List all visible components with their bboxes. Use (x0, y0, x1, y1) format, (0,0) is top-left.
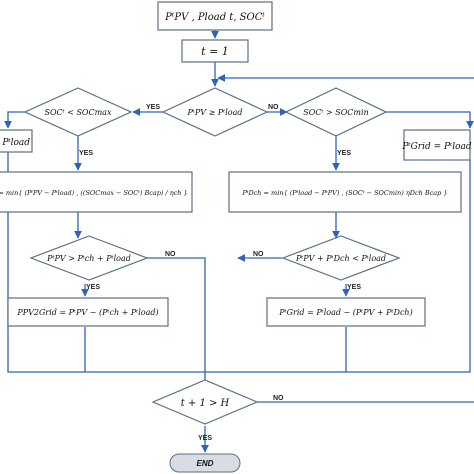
arrow-soc-min-no (384, 111, 474, 129)
node-pv2grid: PPV2Grid = PᵗPV − (Pᵗch + Pᵗload) (7, 297, 169, 327)
label-no-horizon: NO (273, 395, 284, 402)
node-left-cut-box: − Pᵗload (0, 129, 33, 153)
connectors (4, 30, 474, 453)
grid-box-text: PᵗGrid = Pᵗload (401, 142, 472, 152)
check-surplus-text: PᵗPV > Pᵗch + Pᵗload (46, 254, 131, 263)
node-discharge: PᵗDch = min{ (Pᵗload − PᵗPV) , (SOCᵗ − S… (228, 171, 462, 213)
label-no-surplus: NO (165, 251, 176, 258)
check-soc-min-text: SOCᵗ > SOCmin (303, 108, 368, 117)
node-check-soc-max: SOCᵗ < SOCmax (23, 87, 133, 137)
label-no-deficit: NO (253, 251, 264, 258)
node-check-surplus: PᵗPV > Pᵗch + Pᵗload (29, 235, 149, 281)
arrow-soc-max-no (4, 111, 27, 129)
pv2grid-text: PPV2Grid = PᵗPV − (Pᵗch + Pᵗload) (16, 308, 158, 317)
node-end: END (169, 453, 241, 473)
check-soc-max-text: SOCᵗ < SOCmax (45, 108, 112, 117)
check-pv-text: PᵗPV ≥ Pᵗload (187, 108, 243, 117)
arrow-pv2grid-down (84, 327, 205, 373)
arrow-surplus-no (147, 257, 209, 393)
arrow-grid-rest-down (205, 327, 347, 373)
arrow-left-box-down (7, 152, 85, 373)
label-yes-surplus: YES (86, 284, 100, 291)
node-inputs: PᵗPV , Pload t, SOCᵗ (157, 1, 273, 31)
init-text: t = 1 (201, 45, 229, 58)
node-check-pv: PᵗPV ≥ Pᵗload (161, 87, 269, 137)
charge-text: = min{ (PᵗPV − Pᵗload) , ((SOCmax − SOCᵗ… (0, 189, 188, 197)
arrow-grid-box-down (346, 160, 471, 373)
inputs-text: PᵗPV , Pload t, SOCᵗ (164, 12, 265, 23)
grid-rest-text: PᵗGrid = Pᵗload − (PᵗPV + PᵗDch) (278, 308, 412, 317)
node-charge: = min{ (PᵗPV − Pᵗload) , ((SOCmax − SOCᵗ… (0, 171, 193, 213)
discharge-text: PᵗDch = min{ (Pᵗload − PᵗPV) , (SOCᵗ − S… (241, 189, 447, 197)
label-yes-pv: YES (146, 104, 160, 111)
node-check-horizon: t + 1 > H (151, 379, 259, 425)
node-check-soc-min: SOCᵗ > SOCmin (284, 87, 388, 137)
label-yes-deficit: YES (347, 284, 361, 291)
check-deficit-text: PᵗPV + PᵗDch < Pᵗload (295, 254, 386, 263)
label-yes-soc-max: YES (79, 150, 93, 157)
label-no-pv: NO (268, 104, 279, 111)
node-grid-rest: PᵗGrid = Pᵗload − (PᵗPV + PᵗDch) (266, 297, 426, 327)
left-cut-box-text: − Pᵗload (0, 138, 30, 148)
node-check-deficit: PᵗPV + PᵗDch < Pᵗload (281, 235, 401, 281)
node-init: t = 1 (181, 39, 249, 63)
check-horizon-text: t + 1 > H (181, 398, 230, 409)
label-yes-soc-min: YES (337, 150, 351, 157)
end-text: END (197, 459, 214, 468)
node-grid-box: PᵗGrid = Pᵗload (401, 129, 472, 161)
label-yes-horizon: YES (198, 435, 212, 442)
